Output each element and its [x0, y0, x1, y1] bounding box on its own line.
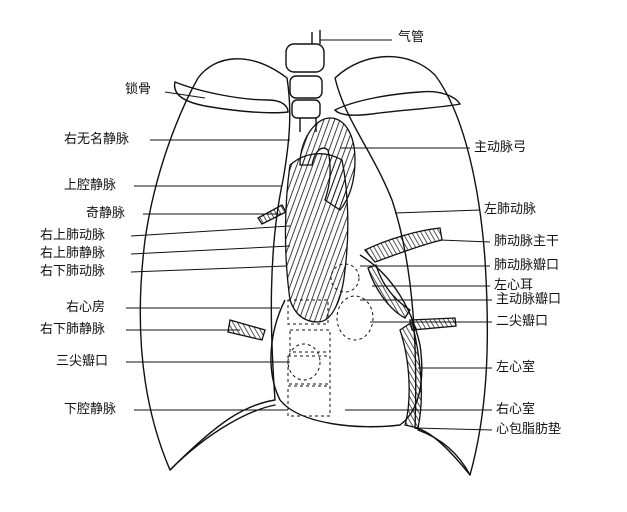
- mitral-valve-outline: [336, 295, 374, 341]
- label-trachea: 气管: [398, 30, 425, 45]
- valve-box-1: [287, 299, 329, 325]
- label-right-atrium: 右心房: [66, 300, 106, 315]
- valve-box-2: [289, 329, 331, 353]
- label-aortic-valve: 主动脉瓣口: [496, 292, 562, 307]
- aortic-valve-outline: [330, 263, 360, 293]
- label-left-auricle: 左心耳: [494, 278, 534, 293]
- leader-rupv: [130, 245, 291, 255]
- tricuspid-valve-outline: [287, 343, 321, 381]
- label-superior-vena-cava: 上腔静脉: [64, 178, 117, 193]
- pulmonary-trunk-shape: [363, 227, 443, 263]
- left-auricle-shape: [367, 264, 411, 319]
- label-azygos-vein: 奇静脉: [86, 206, 126, 221]
- right-lower-vein: [227, 319, 266, 341]
- diaphragm-left: [417, 429, 471, 476]
- diaphragm-line: [169, 404, 276, 471]
- label-left-pulmonary-artery: 左肺动脉: [484, 202, 537, 217]
- label-mitral-valve: 二尖瓣口: [496, 314, 549, 329]
- left-clavicle: [333, 90, 462, 116]
- leader-fat: [414, 427, 493, 431]
- leader-lpa: [394, 209, 481, 214]
- label-left-ventricle: 左心室: [496, 360, 536, 375]
- label-tricuspid-valve: 三尖瓣口: [56, 354, 109, 369]
- label-right-ventricle: 右心室: [496, 402, 536, 417]
- right-lung-outline: [139, 58, 291, 471]
- leader-rupa: [130, 225, 291, 237]
- heart-outline: [270, 254, 423, 428]
- leader-clavicle: [164, 91, 206, 99]
- left-lung-outline: [334, 55, 489, 476]
- left-pulmonary-branches: [409, 317, 457, 331]
- label-clavicle: 锁骨: [125, 82, 152, 97]
- leader-rlpa: [130, 265, 287, 273]
- label-right-brachiocephalic-vein: 右无名静脉: [64, 132, 130, 147]
- label-right-upper-pulmonary-vein: 右上肺静脉: [40, 246, 106, 261]
- label-right-lower-pulmonary-vein: 右下肺静脉: [40, 322, 106, 337]
- valve-box-3: [287, 355, 331, 385]
- label-inferior-vena-cava: 下腔静脉: [64, 402, 117, 417]
- label-pericardial-fat-pad: 心包脂肪垫: [496, 422, 562, 437]
- trachea-shape: [285, 30, 325, 132]
- aortic-arch-shape: [299, 117, 356, 211]
- label-aortic-arch: 主动脉弓: [474, 140, 527, 155]
- right-clavicle: [173, 81, 289, 114]
- label-right-lower-pulmonary-artery: 右下肺动脉: [40, 264, 106, 279]
- label-right-upper-pulmonary-artery: 右上肺动脉: [40, 228, 106, 243]
- valve-box-4: [287, 385, 331, 417]
- label-pulmonary-trunk: 肺动脉主干: [494, 234, 560, 249]
- label-pulmonary-valve: 肺动脉瓣口: [494, 258, 560, 273]
- leader-pt: [439, 239, 491, 243]
